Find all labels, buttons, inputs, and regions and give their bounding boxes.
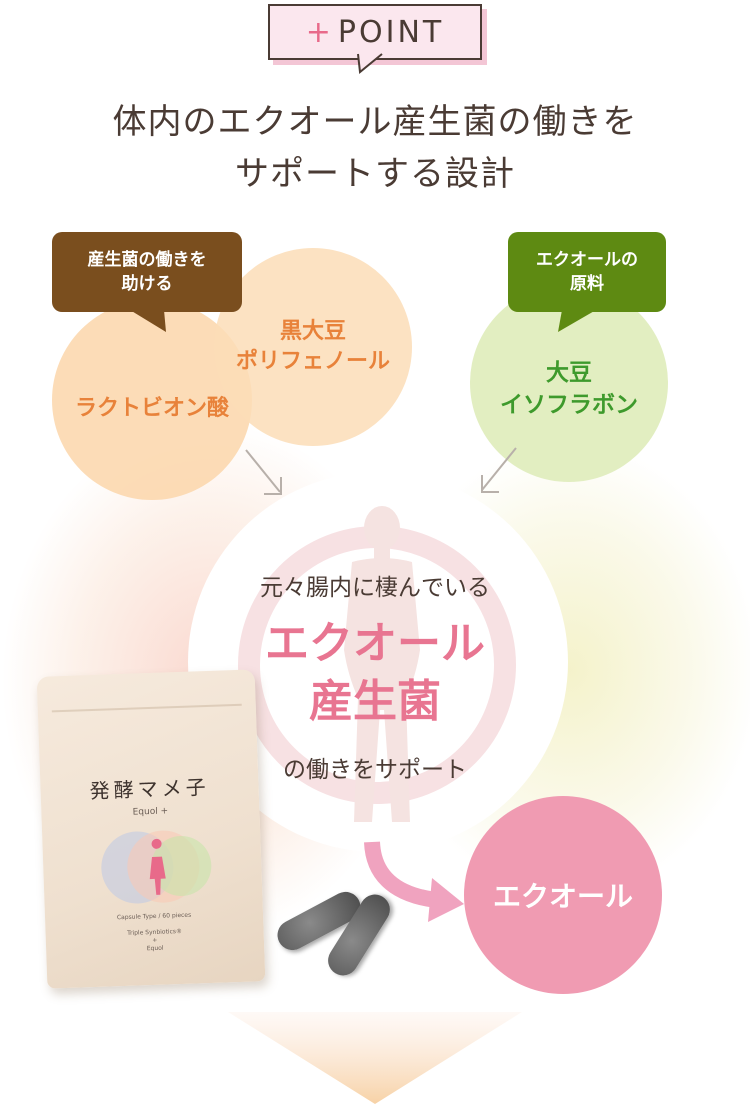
- product-logo-icon: [101, 830, 212, 904]
- black-soy-polyphenol-bubble: 黒大豆 ポリフェノール: [214, 248, 412, 446]
- product-name: 発酵マメ子: [89, 774, 210, 804]
- center-lead-text: 元々腸内に棲んでいる: [260, 575, 490, 601]
- center-title-equol: エクオール: [265, 618, 485, 669]
- callout-equol-source: エクオールの 原料: [508, 232, 666, 312]
- center-title-producer: 産生菌: [309, 676, 441, 727]
- callout-right-line-1: エクオールの: [536, 250, 638, 270]
- headline: 体内のエクオール産生菌の働きを サポートする設計: [0, 96, 750, 200]
- product-pouch: 発酵マメ子 Equol + Capsule Type / 60 pieces T…: [36, 669, 266, 989]
- headline-line-1: 体内のエクオール産生菌の働きを: [112, 102, 638, 142]
- arrow-down-left-icon: [481, 447, 517, 493]
- polyphenol-label: ポリフェノール: [235, 349, 390, 374]
- callout-left-line-1: 産生菌の働きを: [87, 250, 207, 270]
- equol-result-label: エクオール: [492, 880, 633, 913]
- lactobionic-acid-label: ラクトビオン酸: [74, 396, 229, 421]
- curved-arrow-icon: [364, 841, 464, 922]
- point-badge: + POINT: [268, 4, 482, 60]
- plus-sign: +: [305, 14, 334, 50]
- black-soy-label: 黒大豆: [279, 319, 346, 344]
- speech-tail-icon: [357, 52, 384, 74]
- product-sub: Equol +: [132, 806, 169, 818]
- callout-right-line-2: 原料: [570, 274, 604, 294]
- callout-helps-producers: 産生菌の働きを 助ける: [52, 232, 242, 312]
- point-label: POINT: [337, 14, 445, 50]
- callout-left-tail-icon: [130, 310, 166, 332]
- woman-silhouette-icon: [344, 506, 420, 822]
- headline-line-2: サポートする設計: [235, 154, 515, 194]
- callout-right-tail-icon: [558, 310, 596, 332]
- equol-result-bubble: エクオール: [464, 796, 662, 994]
- arrow-down-right-icon: [245, 449, 282, 495]
- callout-left-line-2: 助ける: [121, 274, 173, 294]
- isoflavone-label: イソフラボン: [500, 392, 638, 418]
- soy-label: 大豆: [546, 360, 592, 386]
- center-tail-text: の働きをサポート: [283, 757, 467, 783]
- down-arrow-icon: [228, 1012, 522, 1104]
